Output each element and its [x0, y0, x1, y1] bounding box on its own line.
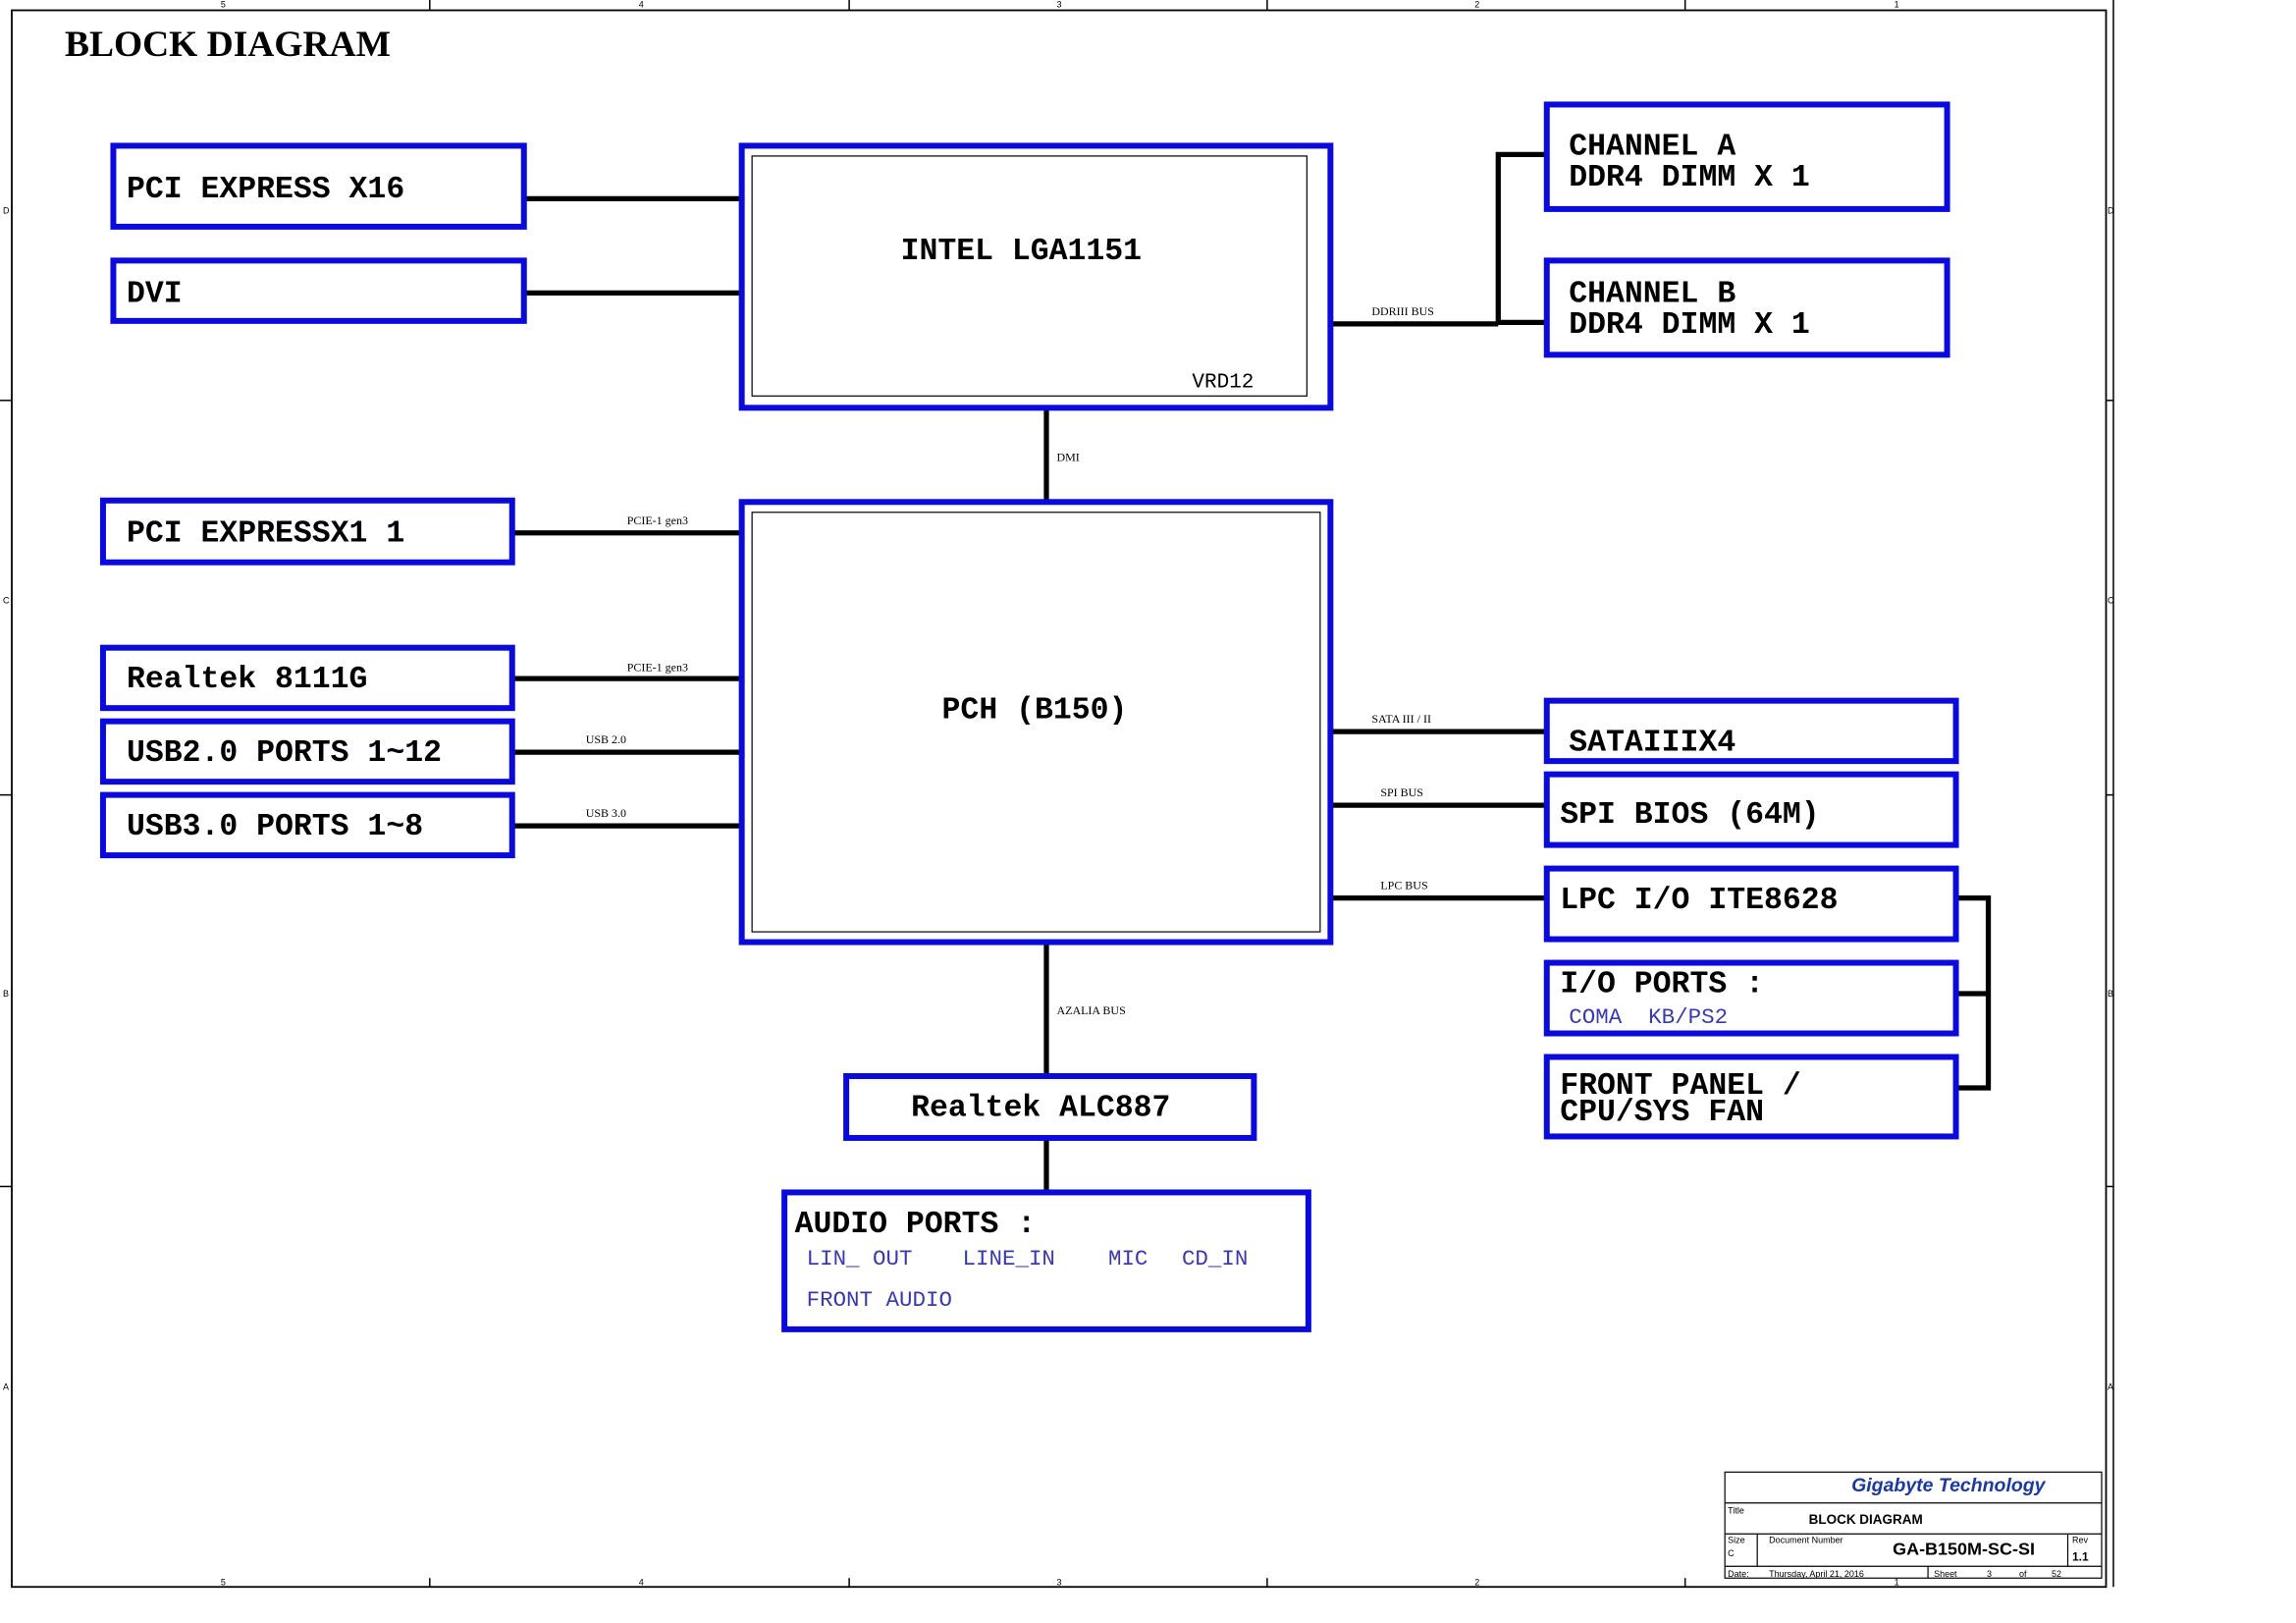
audio-ports-block	[781, 1189, 1311, 1332]
bus-label-spi: SPI BUS	[1380, 785, 1423, 799]
frame-label-top-3: 3	[1056, 0, 1061, 9]
pcie-x16-label: PCI EXPRESS X16	[127, 173, 404, 207]
frame-label-right-D: D	[2108, 205, 2114, 215]
audio-line-in-label: LINE_IN	[963, 1246, 1055, 1271]
audio-cd-in-label: CD_IN	[1182, 1246, 1248, 1271]
frame-label-top-1: 1	[1895, 0, 1899, 9]
dvi-block	[110, 257, 527, 324]
audio-front-label: FRONT AUDIO	[807, 1287, 952, 1313]
realtek-lan-label: Realtek 8111G	[127, 663, 368, 697]
cpu-block	[738, 142, 1334, 411]
front-panel-line1: FRONT PANEL /	[1560, 1069, 1801, 1104]
io-ports-label: I/O PORTS :	[1560, 968, 1764, 1002]
size-field-label: Size	[1728, 1535, 1744, 1544]
of-label: of	[2019, 1569, 2027, 1579]
audio-lin-out-label: LIN_ OUT	[807, 1246, 913, 1271]
company-name: Gigabyte Technology	[1851, 1475, 2047, 1496]
sheet-value: 3	[1987, 1569, 1992, 1579]
pch-label: PCH (B150)	[942, 694, 1128, 729]
pch-block	[738, 499, 1334, 946]
usb3-block	[99, 791, 515, 859]
lpc-io-block	[1543, 865, 1959, 943]
audio-codec-block	[843, 1072, 1257, 1141]
doc-number-value: GA-B150M-SC-SI	[1893, 1539, 2035, 1558]
bus-label-dmi: DMI	[1056, 450, 1079, 463]
frame-label-right-A: A	[2108, 1381, 2113, 1391]
pch-inner-frame	[751, 512, 1321, 933]
frame-label-top-2: 2	[1474, 0, 1479, 9]
frame-label-right-B: B	[2108, 989, 2113, 999]
frame-label-left-A: A	[3, 1381, 9, 1391]
bus-label-azalia: AZALIA BUS	[1056, 1003, 1125, 1017]
bus-label-usb2: USB 2.0	[586, 732, 626, 746]
size-value: C	[1728, 1548, 1735, 1558]
io-ports-block	[1543, 959, 1959, 1037]
bus-label-usb3: USB 3.0	[586, 806, 626, 820]
channel-a-line2: DDR4 DIMM X 1	[1569, 161, 1810, 195]
bus-lines	[511, 151, 1992, 1193]
page-title: BLOCK DIAGRAM	[65, 25, 391, 65]
channel-b-line2: DDR4 DIMM X 1	[1569, 308, 1810, 343]
front-panel-line2: CPU/SYS FAN	[1560, 1096, 1764, 1130]
pcie-x1-block	[99, 497, 515, 566]
date-field-label: Date:	[1728, 1569, 1748, 1579]
frame-label-left-D: D	[3, 205, 10, 215]
title-block-title: BLOCK DIAGRAM	[1809, 1512, 1923, 1527]
spi-bios-block	[1543, 771, 1959, 848]
rev-field-label: Rev	[2072, 1535, 2088, 1544]
sata-block	[1543, 697, 1959, 765]
audio-codec-label: Realtek ALC887	[911, 1091, 1170, 1125]
usb3-label: USB3.0 PORTS 1~8	[127, 810, 423, 844]
cpu-inner-frame	[751, 155, 1308, 397]
lpc-io-label: LPC I/O ITE8628	[1560, 884, 1838, 918]
rev-value: 1.1	[2072, 1549, 2089, 1563]
frame-label-bottom-4: 4	[639, 1578, 644, 1588]
audio-ports-label: AUDIO PORTS :	[795, 1208, 1037, 1242]
bus-label-sata: SATA III / II	[1371, 712, 1431, 726]
sheet-total: 52	[2052, 1569, 2061, 1579]
cpu-vr-label: VRD12	[1192, 371, 1254, 394]
dvi-label: DVI	[127, 277, 183, 311]
bus-label-pcie-lan: PCIE-1 gen3	[627, 661, 688, 675]
audio-mic-label: MIC	[1108, 1246, 1148, 1271]
frame-label-bottom-2: 2	[1474, 1578, 1479, 1588]
bus-label-ddr: DDRIII BUS	[1371, 304, 1434, 318]
frame-label-left-B: B	[3, 989, 9, 999]
pcie-x1-label: PCI EXPRESSX1 1	[127, 517, 404, 552]
channel-a-block	[1543, 101, 1950, 212]
sheet-border	[11, 9, 2108, 1589]
title-block	[1724, 1471, 2103, 1579]
channel-b-line1: CHANNEL B	[1569, 277, 1735, 311]
channel-b-block	[1543, 257, 1950, 358]
frame-label-bottom-5: 5	[221, 1578, 226, 1588]
realtek-lan-block	[99, 644, 515, 712]
cpu-label: INTEL LGA1151	[901, 235, 1142, 269]
usb2-block	[99, 718, 515, 785]
pcie-x16-block	[110, 142, 527, 230]
usb2-label: USB2.0 PORTS 1~12	[127, 736, 442, 771]
doc-number-field-label: Document Number	[1769, 1535, 1842, 1544]
frame-label-bottom-3: 3	[1056, 1578, 1061, 1588]
frame-label-bottom-1: 1	[1895, 1578, 1899, 1588]
sheet-field-label: Sheet	[1934, 1569, 1957, 1579]
sata-label: SATAIIIX4	[1569, 727, 1735, 761]
spi-bios-label: SPI BIOS (64M)	[1560, 798, 1819, 833]
title-field-label: Title	[1728, 1505, 1744, 1515]
front-panel-block	[1543, 1054, 1959, 1140]
frame-label-top-4: 4	[639, 0, 644, 9]
frame-label-top-5: 5	[221, 0, 226, 9]
bus-label-lpc: LPC BUS	[1380, 879, 1427, 893]
date-value: Thursday, April 21, 2016	[1769, 1569, 1864, 1579]
frame-ticks	[0, 0, 2113, 1588]
frame-label-left-C: C	[3, 596, 10, 606]
bus-label-pcie-x1: PCIE-1 gen3	[627, 514, 688, 527]
channel-a-line1: CHANNEL A	[1569, 130, 1735, 164]
frame-label-right-C: C	[2108, 596, 2114, 606]
io-ports-sub-label: COMA KB/PS2	[1569, 1004, 1728, 1030]
